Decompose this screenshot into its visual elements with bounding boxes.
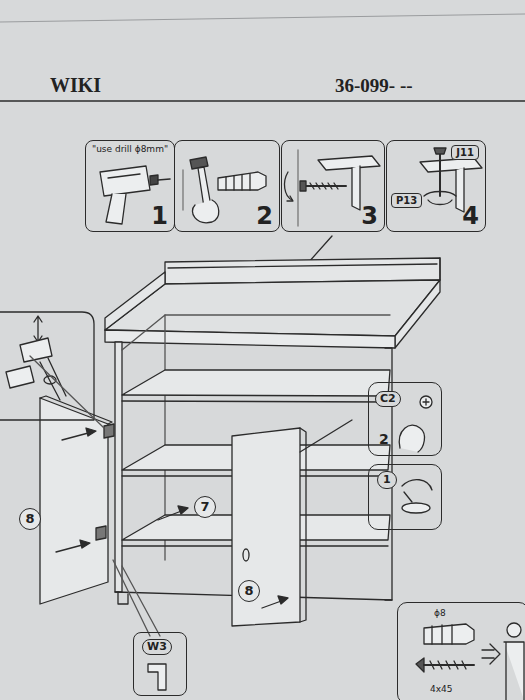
- callout-number: 8: [238, 580, 260, 602]
- step-number: 1: [377, 471, 397, 489]
- step-number: 3: [361, 203, 378, 229]
- header-rule: [0, 100, 525, 102]
- cabinet-drawing: [40, 258, 440, 626]
- hinge-detail-inset: [0, 312, 104, 428]
- hammer-plug-icon: [183, 157, 266, 223]
- dimension: 4x45: [430, 685, 453, 695]
- callout-panel: C2 2: [368, 382, 442, 456]
- product-title: WIKI: [50, 74, 101, 96]
- page-edge: [0, 14, 525, 22]
- part-code: W3: [142, 639, 172, 655]
- callout-number: 8: [19, 508, 41, 530]
- part-panel: W3: [133, 632, 187, 696]
- hardware-panel: ϕ8 4x45: [397, 602, 525, 700]
- cap-press-icon: [399, 396, 432, 513]
- dimension: ϕ8: [434, 609, 446, 619]
- leader-line: [113, 560, 160, 636]
- pointer-arrows: [56, 420, 352, 608]
- plug-screw-person-icon: [416, 623, 524, 700]
- step-number: 2: [379, 432, 389, 447]
- step-number: 4: [462, 203, 479, 229]
- part-code: C2: [375, 391, 401, 407]
- instruction-note: "use drill ϕ8mm": [92, 145, 168, 155]
- step-panel: J11P13 4: [386, 140, 486, 232]
- shelf-support: [148, 664, 166, 690]
- step-panel: "use drill ϕ8mm" 1: [85, 140, 175, 232]
- part-code: J11: [451, 145, 479, 160]
- callout-panel: 1: [368, 464, 442, 530]
- step-number: 1: [151, 203, 168, 229]
- model-number: 36-099- --: [335, 76, 413, 97]
- step-panel: 2: [174, 140, 280, 232]
- part-code: P13: [391, 193, 422, 208]
- step-number: 2: [256, 203, 273, 229]
- callout-number: 7: [194, 496, 216, 518]
- step-panel: 3: [281, 140, 385, 232]
